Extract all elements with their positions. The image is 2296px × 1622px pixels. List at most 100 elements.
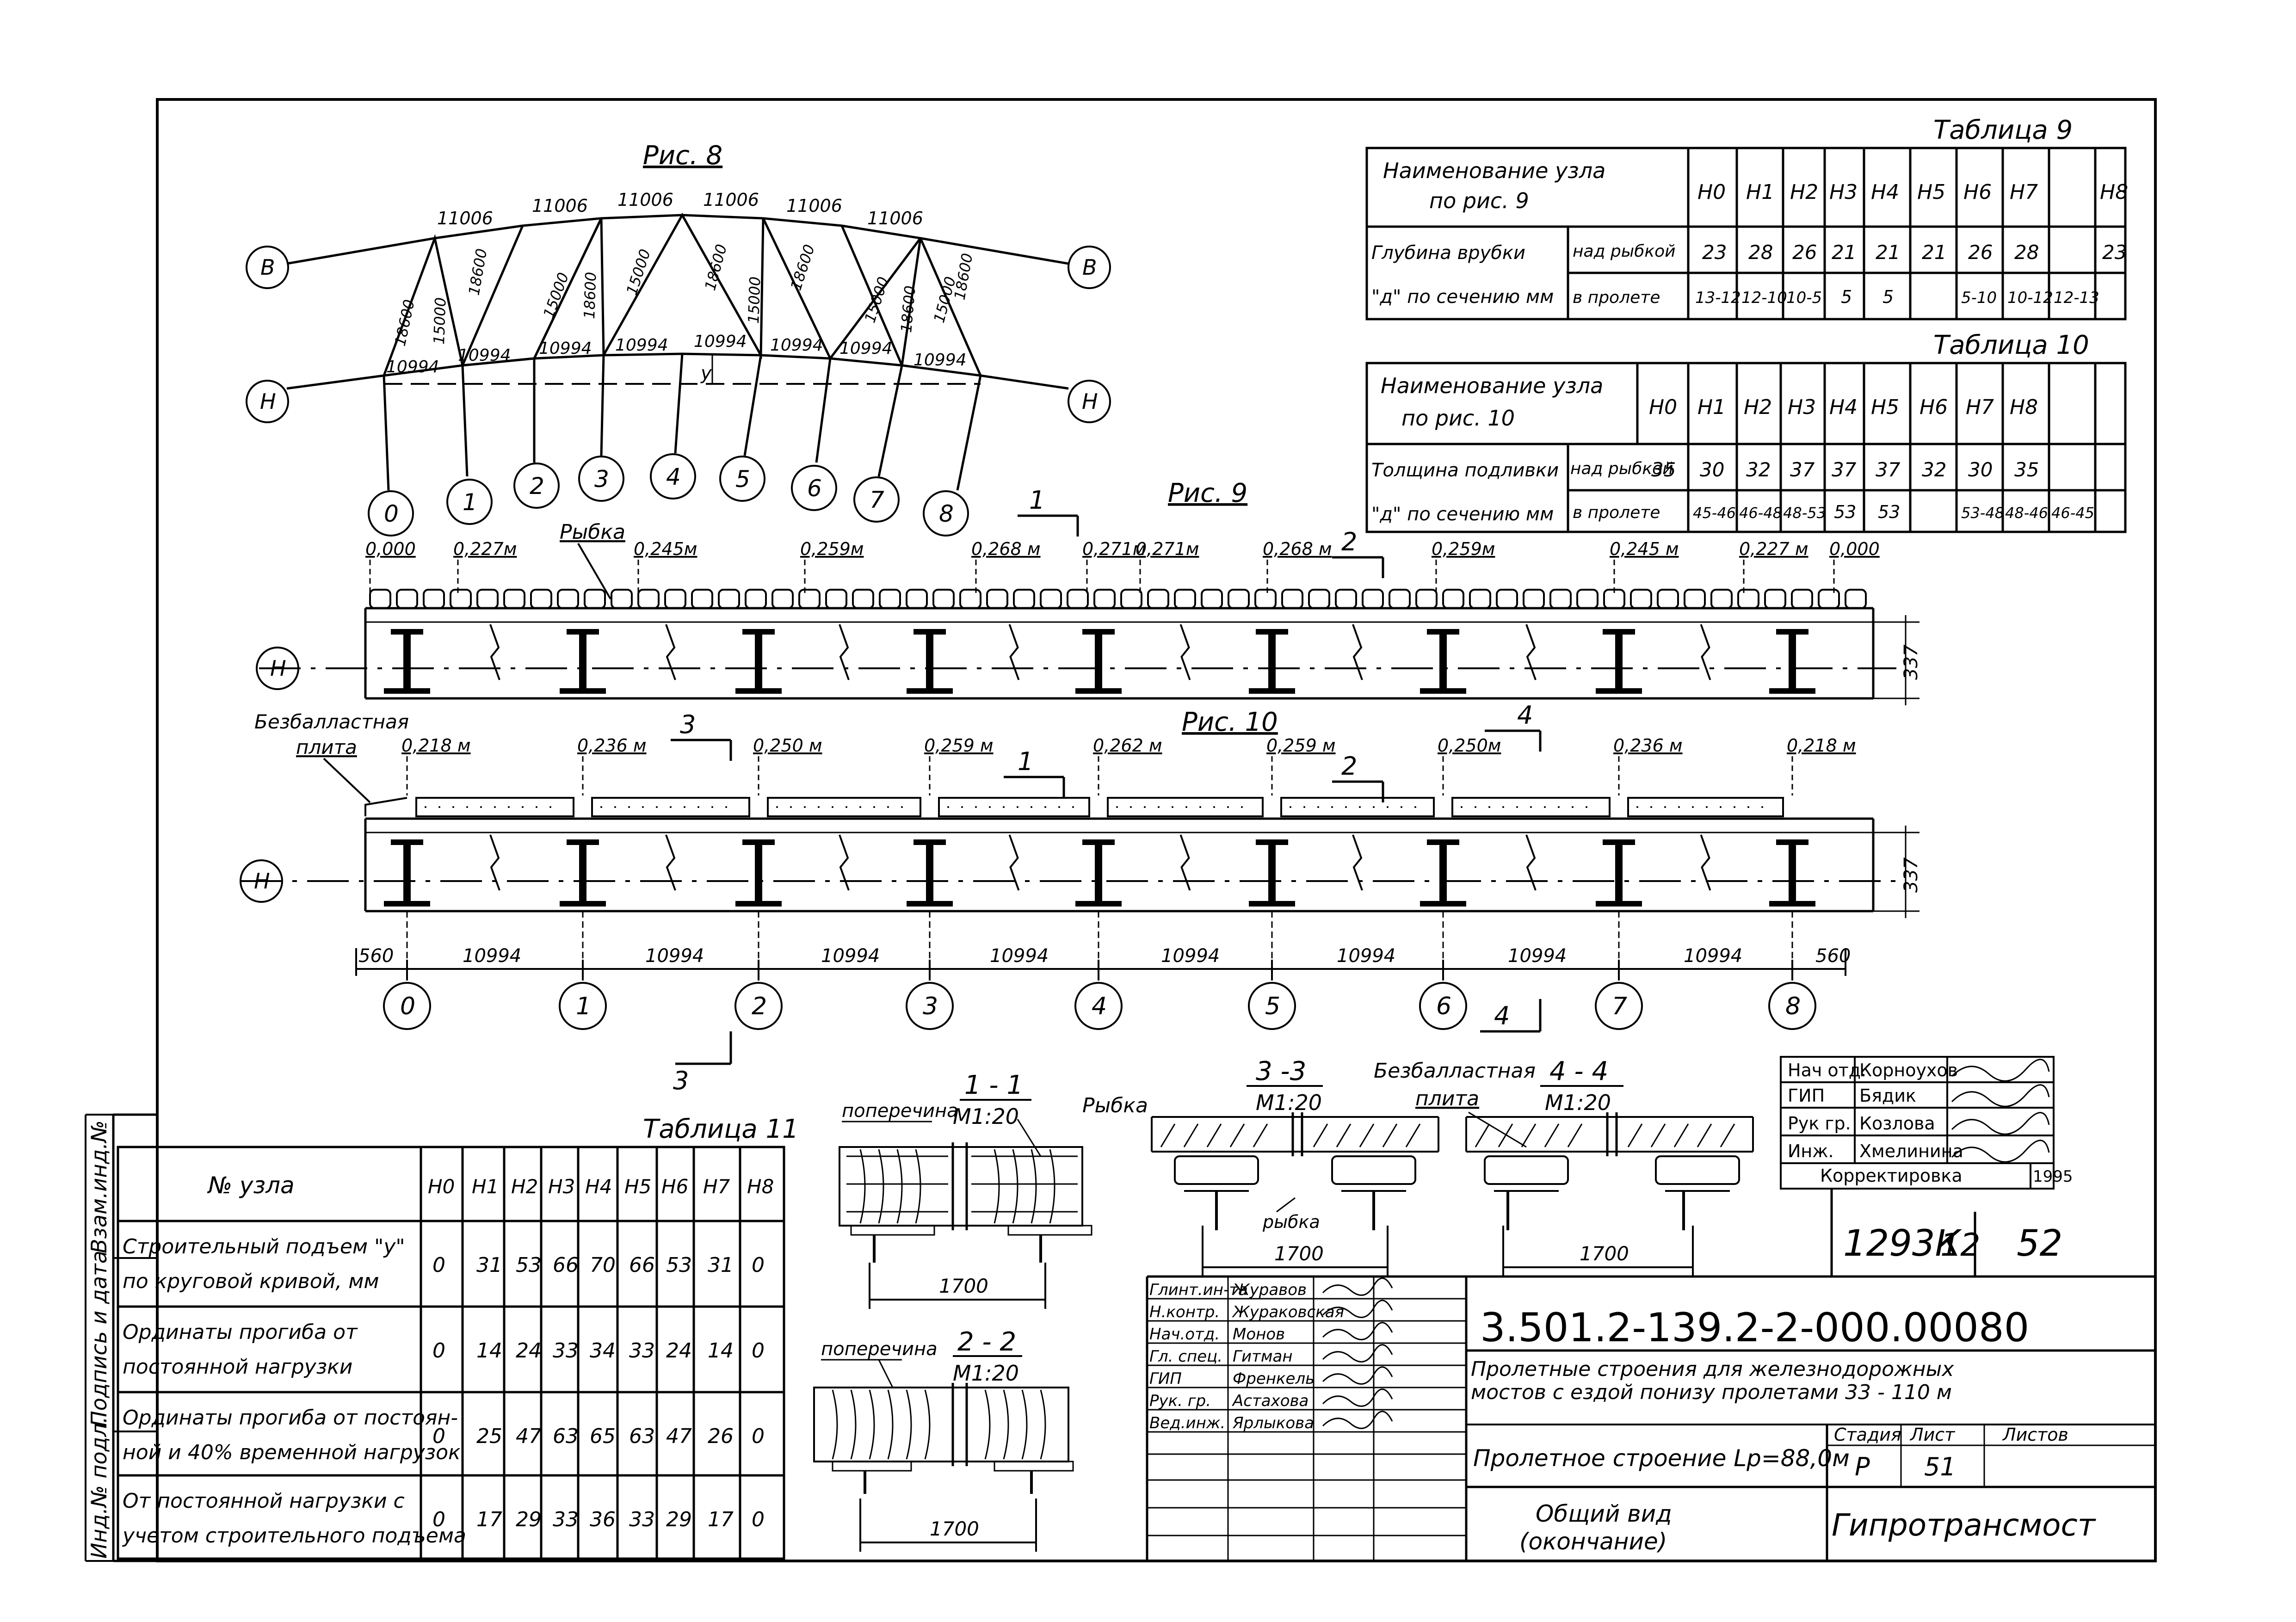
table10-row-label: "д" по сечению мм <box>1371 504 1554 525</box>
fig8-diag-label: 15000 <box>430 297 450 345</box>
project-name: мостов с ездой понизу пролетами 33 - 110… <box>1471 1381 1952 1404</box>
slab-hatch <box>438 806 440 808</box>
fig10-dimension: 560 <box>358 945 394 967</box>
table9-col: Н8 <box>2100 180 2128 204</box>
slab-segment <box>767 797 921 817</box>
slab-hatch <box>1734 806 1735 808</box>
table11-cell: 29 <box>666 1508 692 1531</box>
stringer-top-flange <box>391 839 423 845</box>
table11-row-label: учетом строительного подъема <box>122 1524 466 1548</box>
section-3-3: 3 -3 М1:20 рыбка 1700 <box>1151 1056 1439 1277</box>
signer-role: ГИП <box>1149 1369 1182 1388</box>
slab-hatch <box>1241 806 1243 808</box>
stringer-bottom-flange <box>1075 901 1122 907</box>
slab-hatch <box>818 806 820 808</box>
object-name: Пролетное строение Lр=88,0м <box>1473 1445 1850 1472</box>
table9-cell: 21 <box>1876 241 1900 264</box>
slab-hatch <box>1317 806 1319 808</box>
fig10-sect4: 4 <box>1517 701 1533 730</box>
tie-block <box>1657 589 1679 609</box>
fig10-dimension: 10994 <box>990 945 1049 967</box>
table11-col: Н3 <box>548 1175 575 1198</box>
table10-col: Н7 <box>1966 395 1994 419</box>
table11-cell: 34 <box>590 1339 616 1363</box>
slab-hatch <box>776 806 778 808</box>
table9-col: Н1 <box>1746 180 1774 204</box>
table10-cell: 53 <box>1834 502 1856 522</box>
tie-block <box>1093 589 1116 609</box>
fig10-title: Рис. 10 <box>1182 707 1278 737</box>
table11-header-label: № узла <box>207 1172 295 1199</box>
slab-segment <box>591 797 750 817</box>
tie-block <box>1415 589 1438 609</box>
table11-cell: 33 <box>629 1339 655 1363</box>
slab-hatch <box>1720 806 1722 808</box>
node-number: 4 <box>1092 993 1107 1020</box>
slab-hatch <box>1706 806 1708 808</box>
break-mark <box>489 834 500 891</box>
table10-cell: 32 <box>1746 458 1771 481</box>
slab-hatch <box>1678 806 1680 808</box>
fig10-sect2: 2 <box>1341 752 1357 781</box>
table9-header-label: Наименование узла <box>1383 158 1605 183</box>
slab-hatch <box>1387 806 1389 808</box>
slab-hatch <box>1414 806 1416 808</box>
slab-hatch <box>1747 806 1749 808</box>
slab-edge <box>364 797 407 816</box>
stringer-top-flange <box>1603 839 1635 845</box>
tie-block <box>906 589 928 609</box>
fig8-diag-label: 15000 <box>540 270 573 321</box>
tie-block <box>1630 589 1652 609</box>
stringer-web <box>1439 635 1447 688</box>
signature-mark <box>1322 1277 1393 1296</box>
table9-title: Таблица 9 <box>1933 115 2073 145</box>
stringer-web <box>1268 845 1276 901</box>
stringer-web <box>1095 635 1102 688</box>
stringer-bottom-flange <box>1075 688 1122 694</box>
tie-block <box>423 589 445 609</box>
signer-role: Вед.инж. <box>1149 1414 1225 1432</box>
fig8-bottom-length: 10994 <box>913 351 967 370</box>
fig9-label-h: Н <box>270 656 286 681</box>
tie-block <box>1201 589 1223 609</box>
break-mark <box>1352 834 1363 891</box>
table10-col: Н2 <box>1744 395 1772 419</box>
table10-header-label: Наименование узла <box>1381 373 1603 398</box>
slab-hatch <box>642 806 644 808</box>
s44-title: 4 - 4 <box>1549 1056 1608 1086</box>
fig10-elevation-label: 0,236 м <box>1613 735 1683 756</box>
table11-cell: 47 <box>516 1425 542 1448</box>
table11-col: Н0 <box>428 1175 455 1198</box>
fig8-diag-label: 18600 <box>787 242 818 293</box>
fig10-dimension: 10994 <box>1161 945 1220 967</box>
node-number: 6 <box>1436 993 1451 1020</box>
table9-cell: 23 <box>2102 241 2127 264</box>
stringer-bottom-flange <box>384 901 430 907</box>
fig8-label-h-left: Н <box>260 389 276 414</box>
tie-block <box>476 589 499 609</box>
tie-block <box>450 589 472 609</box>
fig8-top-length: 11006 <box>703 190 759 210</box>
slab-hatch <box>1516 806 1518 808</box>
stringer-top-flange <box>1776 839 1808 845</box>
table11-col: Н5 <box>624 1175 651 1198</box>
s44-slab-label: плита <box>1415 1087 1479 1110</box>
fig8-bottom-length: 10994 <box>694 332 747 351</box>
tie-block <box>1845 589 1867 609</box>
tie-block <box>852 589 874 609</box>
drawing-code: 3.501.2-139.2-2-000.00080 <box>1480 1305 2029 1351</box>
fig10-elevation-label: 0,262 м <box>1093 735 1162 756</box>
slab-hatch <box>614 806 616 808</box>
approval-role: Рук гр. <box>1788 1113 1851 1134</box>
table11-cell: 31 <box>708 1253 734 1277</box>
approval-role: Нач отд. <box>1788 1060 1866 1080</box>
s11-title: 1 - 1 <box>964 1070 1023 1100</box>
table9-col: Н4 <box>1871 180 1899 204</box>
fig8-diag-label: 15000 <box>745 276 764 324</box>
slab-hatch <box>1636 806 1638 808</box>
slab-hatch <box>1650 806 1652 808</box>
table11-cell: 26 <box>708 1425 734 1448</box>
